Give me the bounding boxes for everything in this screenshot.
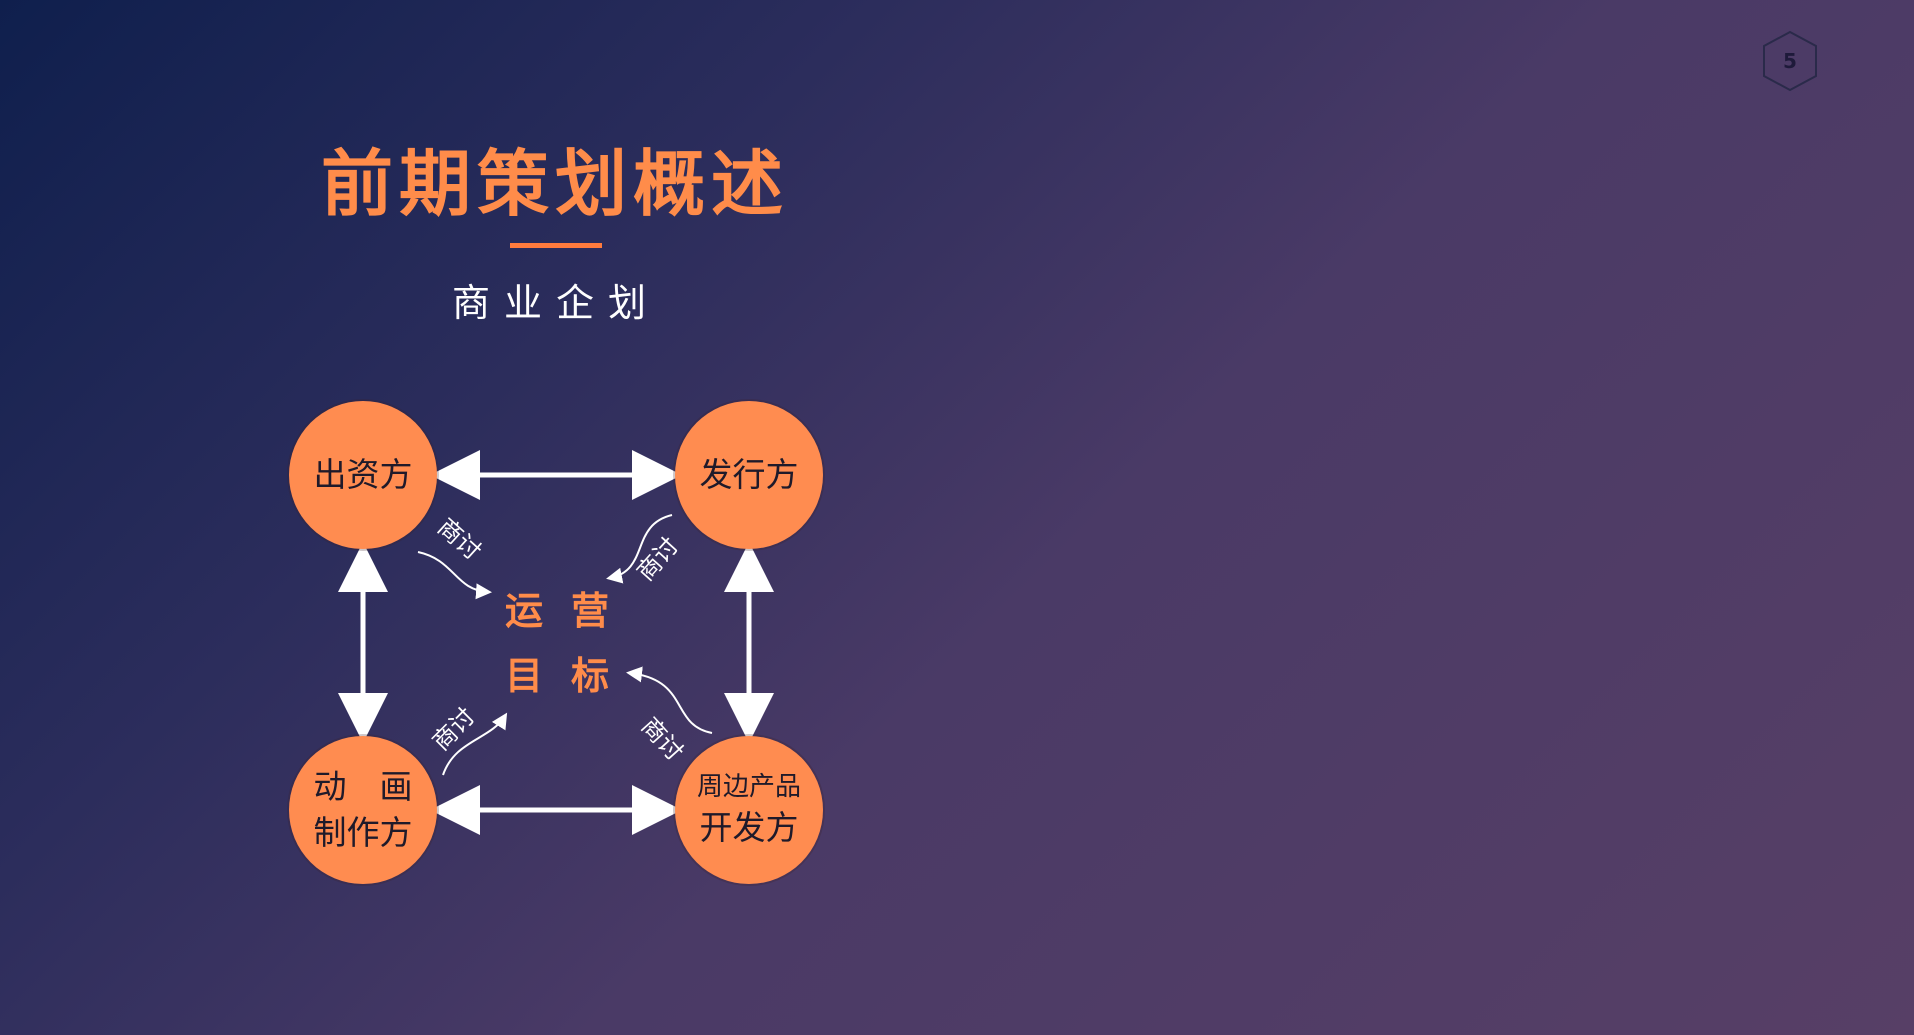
hexagon-icon xyxy=(1763,30,1817,92)
slide-title: 前期策划概述 xyxy=(320,142,789,226)
node-publisher: 发行方 xyxy=(675,401,823,549)
node-investor: 出资方 xyxy=(289,401,437,549)
node-publisher-label: 发行方 xyxy=(699,454,799,494)
node-animation-line1: 动 画 xyxy=(313,766,413,806)
node-investor-label: 出资方 xyxy=(313,454,413,494)
center-goal-line1: 运营 xyxy=(505,589,638,633)
page-number: 5 xyxy=(1783,49,1797,73)
node-merchandise-developer: 周边产品 开发方 xyxy=(675,736,823,884)
curve-arrow-bottom-right xyxy=(626,666,713,734)
title-underline xyxy=(510,243,602,248)
curve-arrow-top-right xyxy=(606,514,673,584)
curve-arrow-top-left xyxy=(417,551,492,600)
center-goal-line2: 目标 xyxy=(505,654,638,698)
slide-subtitle: 商业企划 xyxy=(451,281,660,325)
curve-arrow-bottom-left xyxy=(442,712,508,776)
page-number-badge: 5 xyxy=(1760,30,1820,92)
node-merch-line1: 周边产品 xyxy=(696,771,801,802)
node-animation-producer: 动 画 制作方 xyxy=(289,736,437,884)
node-merch-line2: 开发方 xyxy=(699,808,799,848)
node-animation-line2: 制作方 xyxy=(313,813,413,852)
